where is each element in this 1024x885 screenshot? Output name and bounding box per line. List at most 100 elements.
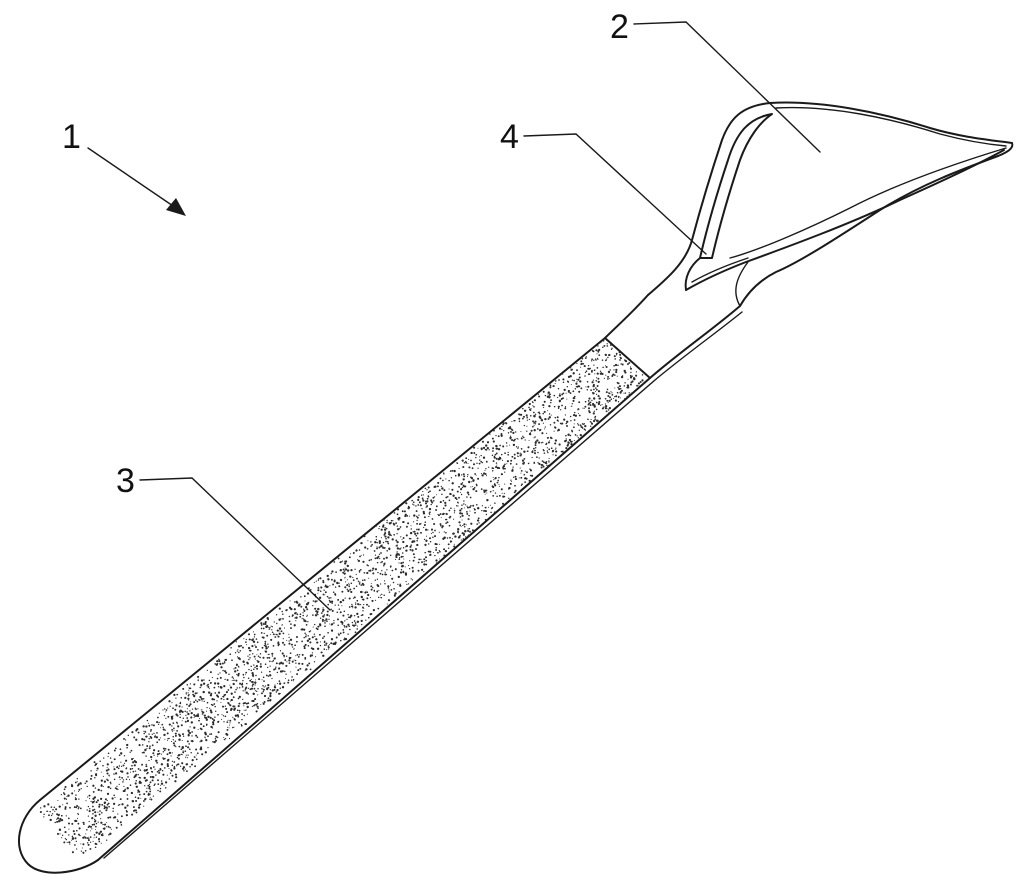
stipple-dot (253, 633, 256, 636)
stipple-dot (158, 738, 161, 741)
stipple-dot (196, 700, 199, 703)
stipple-dot (73, 832, 76, 836)
stipple-dot (296, 601, 299, 604)
stipple-dot (273, 621, 275, 623)
stipple-dot (254, 690, 257, 692)
stipple-dot (592, 419, 596, 423)
stipple-dot (556, 419, 559, 422)
stipple-dot (516, 437, 518, 440)
stipple-dot (579, 424, 582, 427)
stipple-dot (310, 589, 312, 591)
stipple-dot (588, 409, 590, 412)
stipple-dot (77, 807, 80, 810)
stipple-dot (525, 414, 528, 417)
stipple-dot (151, 779, 154, 782)
stipple-dot (555, 454, 557, 457)
stipple-dot (505, 442, 508, 444)
stipple-dot (65, 838, 68, 841)
stipple-dot (344, 577, 346, 579)
stipple-dot (578, 376, 581, 379)
stipple-dot (610, 391, 612, 393)
stipple-dot (158, 712, 160, 714)
stipple-dot (215, 663, 218, 666)
stipple-dot (113, 773, 115, 775)
stipple-dot (607, 356, 609, 359)
stipple-dot (205, 717, 207, 719)
stipple-dot (595, 387, 597, 389)
stipple-dot (332, 642, 335, 645)
stipple-dot (252, 631, 255, 633)
stipple-dot (486, 489, 488, 492)
stipple-dot (348, 606, 351, 608)
stipple-dot (459, 516, 462, 518)
stipple-dot (456, 462, 458, 464)
stipple-dot (176, 756, 179, 759)
stipple-dot (604, 403, 607, 405)
stipple-dot (262, 684, 264, 687)
stipple-dot (188, 687, 190, 689)
stipple-dot (534, 444, 537, 447)
stipple-dot (348, 556, 351, 559)
stipple-dot (127, 776, 129, 778)
stipple-dot (191, 739, 194, 743)
stipple-dot (151, 771, 154, 773)
stipple-dot (626, 386, 628, 389)
stipple-dot (470, 486, 472, 488)
stipple-dot (412, 540, 414, 542)
stipple-dot (182, 717, 185, 719)
stipple-dot (462, 524, 464, 527)
stipple-dot (219, 662, 222, 666)
head-top-rim (769, 101, 1013, 144)
stipple-dot (182, 766, 186, 769)
stipple-dot (360, 554, 362, 556)
stipple-dot (607, 377, 609, 379)
stipple-dot (225, 691, 228, 694)
stipple-dot (495, 457, 498, 460)
stipple-dot (372, 572, 375, 575)
stipple-dot (64, 807, 67, 810)
stipple-dot (530, 408, 532, 410)
stipple-dot (264, 645, 267, 648)
stipple-dot (176, 765, 178, 767)
stipple-dot (425, 563, 428, 566)
stipple-dot (263, 694, 267, 698)
stipple-dot (467, 518, 470, 520)
stipple-dot (167, 715, 170, 718)
stipple-dot (351, 624, 354, 627)
stipple-dot (271, 660, 273, 663)
stipple-dot (629, 366, 632, 368)
stipple-dot (304, 600, 306, 602)
stipple-dot (627, 378, 629, 380)
stipple-dot (275, 691, 278, 693)
stipple-dot (95, 801, 98, 804)
stipple-dot (72, 838, 74, 840)
stipple-dot (492, 429, 495, 432)
stipple-dot (117, 788, 119, 791)
stipple-dot (623, 392, 625, 394)
stipple-dot (317, 586, 320, 589)
stipple-dot (547, 393, 549, 395)
stipple-dot (150, 729, 152, 731)
stipple-dot (587, 418, 589, 421)
stipple-dot (51, 813, 54, 815)
stipple-dot (131, 813, 134, 816)
stipple-dot (637, 382, 641, 385)
stipple-dot (414, 532, 417, 535)
stipple-dot (156, 732, 158, 734)
stipple-dot (520, 414, 522, 416)
stipple-dot (390, 566, 392, 569)
stipple-dot (294, 644, 296, 647)
stipple-dot (562, 378, 565, 381)
stipple-dot (216, 700, 218, 702)
stipple-dot (154, 735, 156, 738)
stipple-dot (66, 795, 68, 798)
stipple-dot (326, 620, 328, 623)
stipple-dot (399, 557, 401, 559)
stipple-dot (507, 453, 510, 456)
stipple-dot (425, 535, 428, 537)
stipple-dot (371, 586, 374, 589)
stipple-dot (468, 506, 471, 509)
stipple-dot (511, 469, 514, 472)
stipple-dot (571, 403, 573, 405)
stipple-dot (595, 401, 598, 404)
